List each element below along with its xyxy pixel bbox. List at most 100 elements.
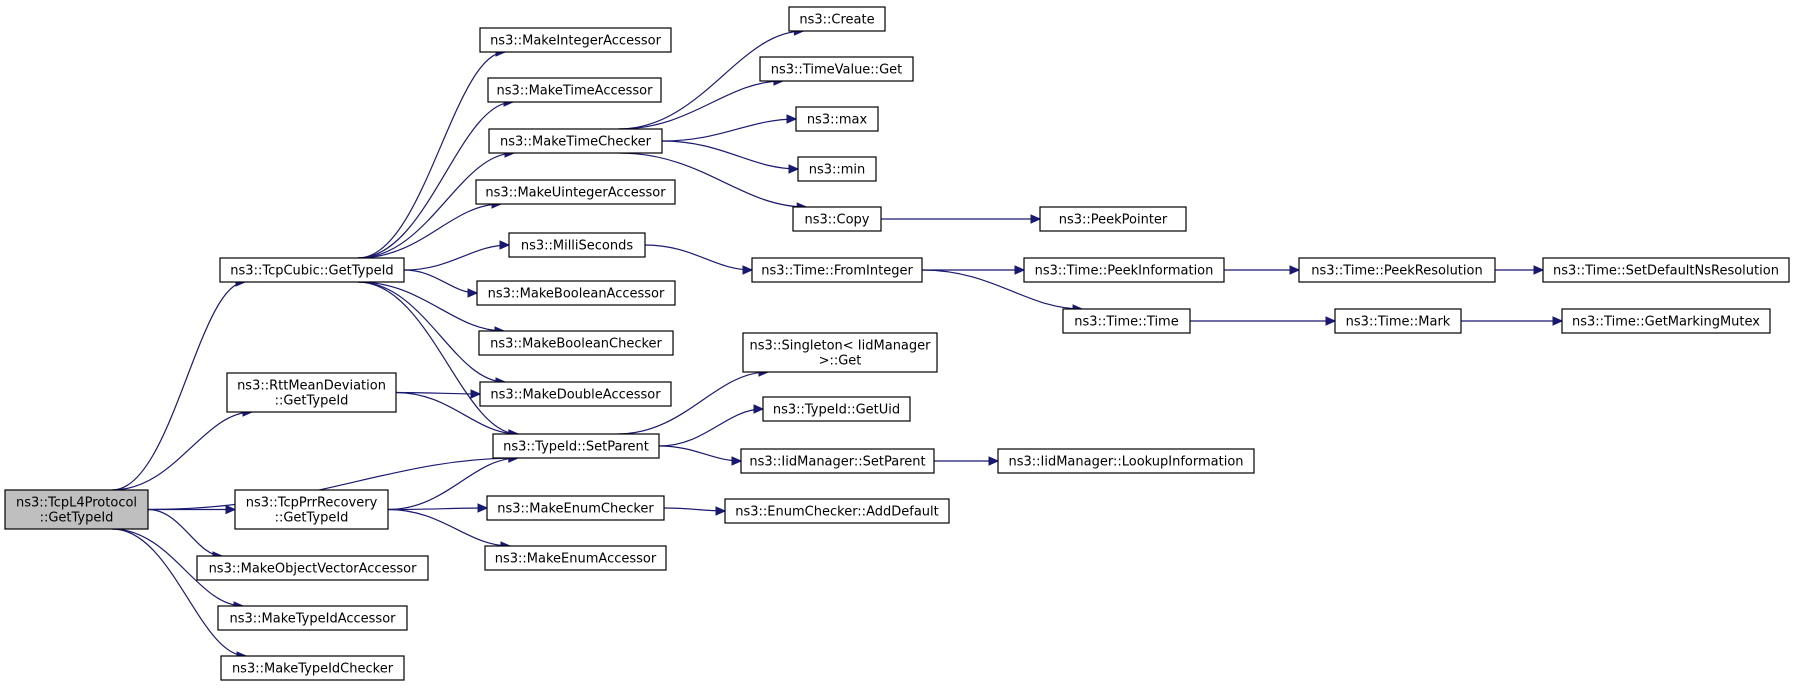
node-box	[486, 495, 665, 521]
edge-timechk-to-min	[661, 140, 800, 174]
node-peekres[interactable]: ns3::Time::PeekResolution	[1298, 257, 1496, 283]
node-label: ns3::MakeTimeAccessor	[497, 84, 654, 99]
node-peekinfo[interactable]: ns3::Time::PeekInformation	[1023, 257, 1225, 283]
node-mark[interactable]: ns3::Time::Mark	[1334, 308, 1462, 334]
node-rtt[interactable]: ns3::RttMeanDeviation::GetTypeId	[226, 372, 397, 413]
node-box	[484, 545, 667, 571]
node-box	[476, 280, 676, 306]
edge-line	[387, 507, 488, 511]
node-label: ns3::TcpL4Protocol	[16, 496, 137, 511]
node-uintacc[interactable]: ns3::MakeUintegerAccessor	[475, 179, 676, 205]
node-box	[4, 489, 149, 530]
node-timeacc[interactable]: ns3::MakeTimeAccessor	[487, 77, 662, 103]
node-box	[478, 330, 674, 356]
arrowhead-icon	[988, 456, 1000, 466]
node-box	[226, 372, 397, 413]
node-getuid[interactable]: ns3::TypeId::GetUid	[762, 396, 911, 422]
node-box	[1561, 308, 1771, 334]
node-box	[196, 555, 429, 581]
node-min[interactable]: ns3::min	[797, 156, 877, 182]
arrowhead-icon	[788, 164, 800, 174]
edge-root-to-typeidchk	[112, 528, 248, 661]
node-getmutex[interactable]: ns3::Time::GetMarkingMutex	[1561, 308, 1771, 334]
edge-line	[403, 244, 510, 271]
edge-line	[357, 281, 506, 383]
node-box	[724, 498, 950, 524]
node-setdefault[interactable]: ns3::Time::SetDefaultNsResolution	[1542, 257, 1790, 283]
edge-line	[112, 528, 244, 607]
edge-line	[617, 371, 769, 435]
node-box	[759, 56, 914, 82]
node-enumacc[interactable]: ns3::MakeEnumAccessor	[484, 545, 667, 571]
node-cubic[interactable]: ns3::TcpCubic::GetTypeId	[219, 257, 405, 283]
node-objvec[interactable]: ns3::MakeObjectVectorAccessor	[196, 555, 429, 581]
node-prr[interactable]: ns3::TcpPrrRecovery::GetTypeId	[234, 489, 389, 530]
node-setparent[interactable]: ns3::TypeId::SetParent	[492, 433, 660, 459]
edge-cubic-to-boolacc	[403, 269, 479, 298]
node-label: ns3::Time::Time	[1074, 315, 1178, 330]
edge-line	[112, 411, 253, 491]
node-intacc[interactable]: ns3::MakeIntegerAccessor	[479, 27, 672, 53]
edge-line	[112, 281, 246, 491]
edge-mark-to-getmutex	[1461, 316, 1564, 326]
node-timetime[interactable]: ns3::Time::Time	[1062, 308, 1191, 334]
node-singleton[interactable]: ns3::Singleton< IidManager>::Get	[742, 332, 938, 373]
edge-root-to-rtt	[112, 407, 254, 491]
node-root[interactable]: ns3::TcpL4Protocol::GetTypeId	[4, 489, 149, 530]
edge-root-to-prr	[148, 504, 237, 515]
arrowhead-icon	[1289, 265, 1301, 275]
edge-cubic-to-timeacc	[357, 97, 515, 259]
edge-cubic-to-intacc	[357, 47, 507, 259]
node-box	[1298, 257, 1496, 283]
node-label: ns3::Singleton< IidManager	[749, 339, 931, 354]
node-typeidchk[interactable]: ns3::MakeTypeIdChecker	[220, 655, 405, 681]
edge-peekinfo-to-peekres	[1224, 265, 1301, 275]
edge-line	[618, 80, 783, 130]
arrowhead-icon	[499, 240, 511, 250]
node-enumchk[interactable]: ns3::MakeEnumChecker	[486, 495, 665, 521]
node-boolacc[interactable]: ns3::MakeBooleanAccessor	[476, 280, 676, 306]
node-millis[interactable]: ns3::MilliSeconds	[508, 232, 646, 258]
node-peekptr[interactable]: ns3::PeekPointer	[1039, 206, 1187, 232]
node-boolchk[interactable]: ns3::MakeBooleanChecker	[478, 330, 674, 356]
node-typeidacc[interactable]: ns3::MakeTypeIdAccessor	[217, 605, 408, 631]
node-label: ns3::MakeTypeIdAccessor	[229, 612, 396, 627]
edge-prr-to-enumchk	[387, 503, 489, 513]
node-label: ns3::MakeObjectVectorAccessor	[209, 562, 418, 577]
arrowhead-icon	[477, 503, 489, 513]
edge-line	[147, 457, 518, 511]
edge-line	[658, 445, 742, 462]
arrowhead-icon	[225, 504, 237, 515]
node-label: ns3::PeekPointer	[1059, 213, 1168, 228]
node-label: ns3::min	[809, 163, 866, 178]
node-max[interactable]: ns3::max	[795, 106, 879, 132]
node-copy[interactable]: ns3::Copy	[792, 206, 882, 232]
node-fromint[interactable]: ns3::Time::FromInteger	[751, 257, 923, 283]
node-label: ns3::TcpPrrRecovery	[246, 496, 378, 511]
node-adddefault[interactable]: ns3::EnumChecker::AddDefault	[724, 498, 950, 524]
node-create[interactable]: ns3::Create	[788, 6, 886, 32]
node-box	[219, 257, 405, 283]
edge-line	[387, 508, 511, 547]
node-timechk[interactable]: ns3::MakeTimeChecker	[488, 128, 663, 154]
node-dblacc[interactable]: ns3::MakeDoubleAccessor	[479, 381, 672, 407]
node-label: ns3::IidManager::LookupInformation	[1008, 455, 1243, 470]
edge-line	[618, 30, 804, 130]
node-lookup[interactable]: ns3::IidManager::LookupInformation	[997, 448, 1255, 474]
edge-line	[661, 140, 799, 170]
arrowhead-icon	[1552, 316, 1564, 326]
arrowhead-icon	[467, 288, 479, 298]
node-tvget[interactable]: ns3::TimeValue::Get	[759, 56, 914, 82]
node-label: ns3::Time::PeekInformation	[1035, 264, 1214, 279]
node-label: ns3::MakeUintegerAccessor	[485, 186, 666, 201]
arrowhead-icon	[731, 456, 743, 466]
node-label: ns3::IidManager::SetParent	[749, 455, 925, 470]
node-box	[1542, 257, 1790, 283]
arrowhead-icon	[1533, 265, 1545, 275]
node-iidsetparent[interactable]: ns3::IidManager::SetParent	[740, 448, 935, 474]
edge-cubic-to-millis	[403, 240, 511, 271]
edge-timetime-to-mark	[1190, 316, 1337, 326]
node-box	[1334, 308, 1462, 334]
edge-line	[357, 101, 514, 259]
edge-line	[395, 391, 518, 435]
